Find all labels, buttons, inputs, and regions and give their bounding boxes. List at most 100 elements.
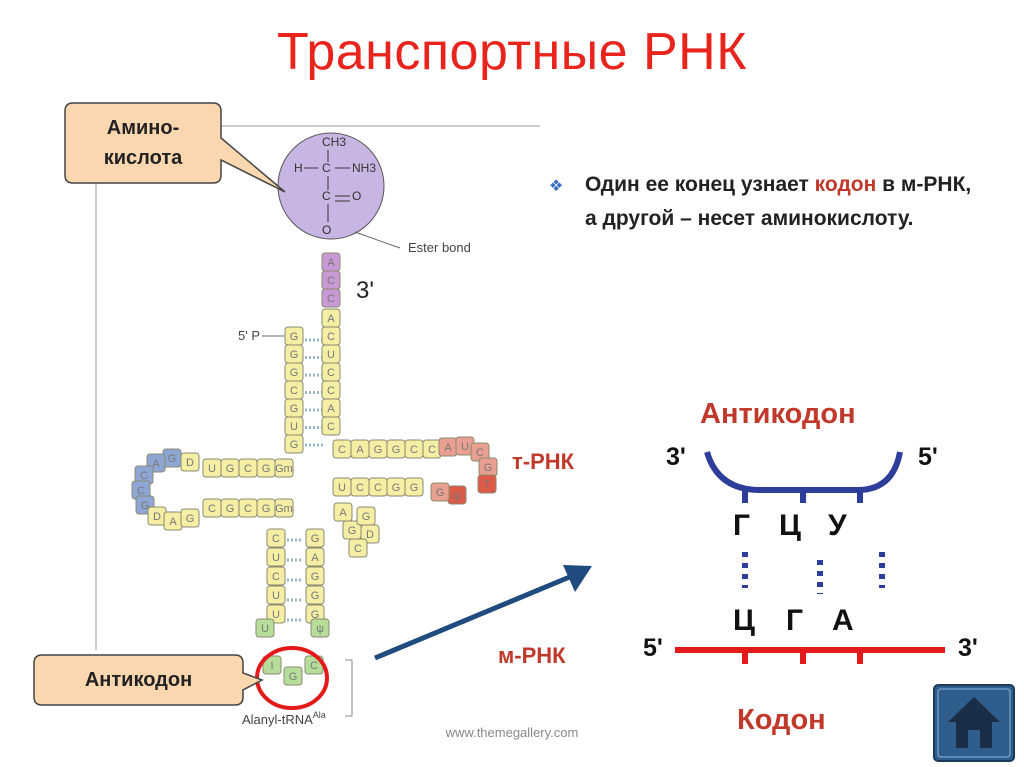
nucleotide-base: C (284, 380, 304, 400)
trna-label: т-РНК (512, 449, 575, 474)
svg-text:U: U (290, 421, 298, 433)
svg-text:A: A (169, 516, 177, 528)
nucleotide-base: T (477, 474, 497, 494)
svg-text:C: C (476, 447, 484, 459)
ester-bond-label: Ester bond (408, 240, 471, 255)
svg-text:G: G (410, 482, 419, 494)
ester-leader-line (354, 231, 401, 249)
nucleotide-base: Gm (274, 498, 294, 518)
svg-text:C: C (272, 571, 280, 583)
svg-text:A: A (327, 313, 335, 325)
svg-text:G: G (262, 463, 271, 475)
nucleotide-base: G (356, 506, 376, 526)
svg-text:T: T (484, 479, 491, 491)
nucleotide-base: G (305, 566, 325, 586)
svg-text:G: G (289, 671, 298, 683)
svg-text:U: U (461, 441, 469, 453)
svg-text:G: G (374, 444, 383, 456)
codon-letter-3: А (832, 604, 854, 637)
svg-text:U: U (272, 590, 280, 602)
svg-text:C: C (244, 503, 252, 515)
footer-url: www.themegallery.com (445, 725, 579, 740)
home-button[interactable] (933, 684, 1015, 762)
nucleotide-base: C (238, 458, 258, 478)
nucleotide-base: G (386, 439, 406, 459)
svg-text:A: A (327, 257, 335, 269)
nucleotide-base: G (404, 477, 424, 497)
svg-text:G: G (362, 511, 371, 523)
nucleotide-base: U (332, 477, 352, 497)
svg-text:G: G (311, 571, 320, 583)
svg-text:ψ: ψ (316, 623, 324, 635)
nucleotide-base: U (321, 344, 341, 364)
nucleotide-base: ψ (447, 485, 467, 505)
svg-text:G: G (311, 533, 320, 545)
nucleotide-base: A (305, 547, 325, 567)
molecule-atom: O (352, 189, 361, 203)
bullet-text: Один ее конец узнает кодон в м-РНК, а др… (585, 168, 979, 236)
svg-text:G: G (262, 503, 271, 515)
nucleotide-base: C (321, 362, 341, 382)
svg-text:G: G (436, 487, 445, 499)
nucleotide-base: G (284, 362, 304, 382)
three-prime-label: 3' (356, 277, 374, 304)
nucleotide-base: D (360, 524, 380, 544)
svg-text:G: G (290, 439, 299, 451)
anticodon-callout-text: Антикодон (84, 669, 193, 691)
pointer-arrow-line (374, 573, 573, 661)
svg-text:G: G (168, 453, 177, 465)
nucleotide-base: ψ (310, 618, 330, 638)
nucleotide-base: G (256, 458, 276, 478)
nucleotide-base: D (147, 506, 167, 526)
nucleotide-base: C (321, 288, 341, 308)
nucleotide-base: U (202, 458, 222, 478)
diamond-bullet-icon: ❖ (549, 178, 564, 195)
nucleotide-base: A (321, 308, 341, 328)
svg-text:D: D (186, 457, 194, 469)
svg-text:C: C (338, 444, 346, 456)
svg-text:G: G (290, 349, 299, 361)
amino-acid-callout-line-1: Амино- (106, 117, 180, 139)
nucleotide-base: C (470, 442, 490, 462)
nucleotide-base: A (333, 502, 353, 522)
nucleotide-base: C (202, 498, 222, 518)
molecule-atom: H (294, 161, 303, 175)
svg-text:C: C (208, 503, 216, 515)
nucleotide-base: C (321, 380, 341, 400)
nucleotide-base: G (162, 448, 182, 468)
nucleotide-base: G (430, 482, 450, 502)
nucleotide-base: Gm (274, 458, 294, 478)
nucleotide-base: C (404, 439, 424, 459)
svg-text:C: C (327, 293, 335, 305)
codon-title: Кодон (737, 704, 826, 736)
trna-strand-line (704, 451, 903, 493)
svg-text:G: G (226, 503, 235, 515)
five-prime-p-label: 5' P (238, 328, 260, 343)
svg-text:G: G (392, 444, 401, 456)
mrna-three-prime: 3' (958, 634, 978, 662)
bullet-text-end: в м-РНК, а другой – несет аминокислоту. (585, 173, 972, 230)
svg-text:C: C (327, 331, 335, 343)
svg-text:A: A (311, 552, 319, 564)
mrna-label: м-РНК (498, 643, 566, 668)
nucleotide-base: U (284, 416, 304, 436)
molecule-atom: NH3 (352, 161, 376, 175)
amino-acid-callout-text: Амино- кислота (65, 113, 221, 173)
nucleotide-base: C (350, 477, 370, 497)
anticodon-letter-2: Ц (779, 509, 801, 542)
codon-letter-1: Ц (733, 604, 755, 637)
nucleotide-base: A (321, 252, 341, 272)
nucleotide-base: U (266, 547, 286, 567)
anticodon-letter-1: Г (733, 509, 751, 542)
svg-text:G: G (186, 513, 195, 525)
figure-caption-superscript: Ala (313, 710, 326, 720)
nucleotide-base: A (350, 439, 370, 459)
svg-text:C: C (244, 463, 252, 475)
svg-text:U: U (327, 349, 335, 361)
svg-text:C: C (327, 421, 335, 433)
anticodon-title: Антикодон (700, 398, 856, 430)
home-icon (948, 697, 1000, 748)
nucleotide-base: G (284, 326, 304, 346)
nucleotide-base: C (266, 528, 286, 548)
